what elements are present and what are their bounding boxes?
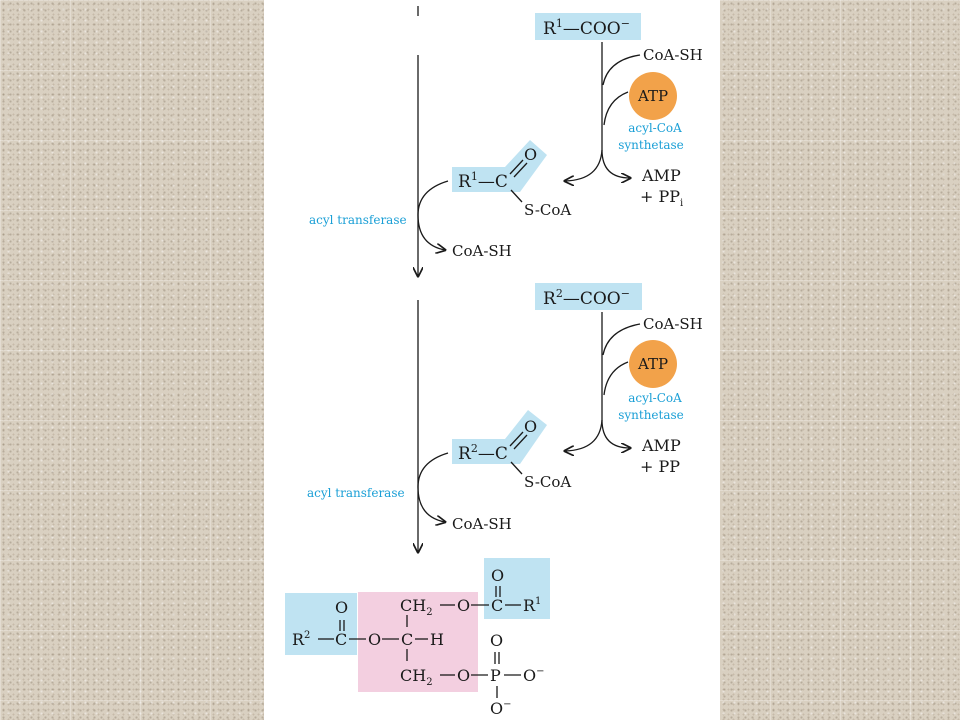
acylcoa-1-scoa: S-CoA xyxy=(524,201,571,219)
product-p-top-o: O xyxy=(490,631,503,650)
step2-pp-label: + PP xyxy=(640,457,680,476)
step2-atp-curve xyxy=(603,361,629,396)
step2-to-amp-arrow xyxy=(601,312,630,448)
step1-amp-label: AMP xyxy=(641,166,681,185)
product-bot-ch2: CH2 xyxy=(400,666,433,688)
substrate-1-label: R1—COO− xyxy=(543,17,630,39)
transferase-2-label: acyl transferase xyxy=(307,486,405,500)
transferase-1-curve xyxy=(417,180,449,250)
step1-to-amp-arrow xyxy=(601,42,630,178)
acylcoa-1-double-bond-b xyxy=(513,162,528,178)
step1-enzyme-line1: acyl-CoA xyxy=(628,121,682,135)
product-bot-o: O xyxy=(457,666,470,685)
step1-atp-curve xyxy=(603,91,629,126)
product-mid-r2: R2 xyxy=(292,630,310,649)
step2-atp-label: ATP xyxy=(637,355,668,373)
acylcoa-1-double-bond-a xyxy=(509,159,524,175)
step2-coash-out-label: CoA-SH xyxy=(452,515,512,533)
acylcoa-2-s-bond xyxy=(510,461,523,475)
step2-coash-curve xyxy=(602,323,641,356)
acylcoa-1-box xyxy=(452,140,547,192)
product-top-o: O xyxy=(457,596,470,615)
substrate-2-box xyxy=(535,283,642,310)
step1-coash-curve xyxy=(602,54,641,86)
product-mid-carbonyl-o: O xyxy=(335,598,348,617)
acylcoa-2-box xyxy=(452,410,547,464)
step2-enzyme-line1: acyl-CoA xyxy=(628,391,682,405)
substrate-1-box xyxy=(535,13,641,40)
product-p-bottom-o: O− xyxy=(490,699,512,718)
transferase-1-label: acyl transferase xyxy=(309,213,407,227)
step1-coash-in-label: CoA-SH xyxy=(643,46,703,64)
step2-enzyme-line2: synthetase xyxy=(618,408,684,422)
step1-enzyme-line2: synthetase xyxy=(618,138,684,152)
acyl-1-box xyxy=(484,558,550,619)
step1-atp-circle xyxy=(629,72,677,120)
glycerol-backbone-box xyxy=(358,592,478,692)
acylcoa-2-double-bond-b xyxy=(513,434,528,450)
step1-ppi-label: + PPi xyxy=(640,187,683,209)
acyl-2-box xyxy=(285,593,357,655)
product-mid-ch: C xyxy=(401,630,413,649)
acylcoa-2-label: R2—C xyxy=(458,442,508,464)
step2-coash-in-label: CoA-SH xyxy=(643,315,703,333)
product-mid-o: O xyxy=(368,630,381,649)
product-mid-h: H xyxy=(430,630,444,649)
acylcoa-2-double-bond-a xyxy=(509,431,524,447)
acylcoa-1-oxygen: O xyxy=(524,145,537,164)
product-top-c: C xyxy=(491,596,503,615)
acylcoa-2-oxygen: O xyxy=(524,417,537,436)
acylcoa-2-scoa: S-CoA xyxy=(524,473,571,491)
acylcoa-1-s-bond xyxy=(510,189,523,203)
step2-amp-label: AMP xyxy=(641,436,681,455)
product-top-r1: R1 xyxy=(523,596,541,615)
transferase-2-curve xyxy=(417,452,449,522)
product-phosphorus: P xyxy=(490,666,501,685)
product-mid-c: C xyxy=(335,630,347,649)
step1-atp-label: ATP xyxy=(637,87,668,105)
step2-to-acylcoa-arrow xyxy=(565,419,603,451)
step1-to-acylcoa-arrow xyxy=(565,149,603,181)
product-top-carbonyl-o: O xyxy=(491,566,504,585)
product-top-ch2: CH2 xyxy=(400,596,433,618)
step1-coash-out-label: CoA-SH xyxy=(452,242,512,260)
substrate-2-label: R2—COO− xyxy=(543,287,630,309)
product-p-right-o: O− xyxy=(523,666,545,685)
acylcoa-1-label: R1—C xyxy=(458,170,508,192)
step2-atp-circle xyxy=(629,340,677,388)
